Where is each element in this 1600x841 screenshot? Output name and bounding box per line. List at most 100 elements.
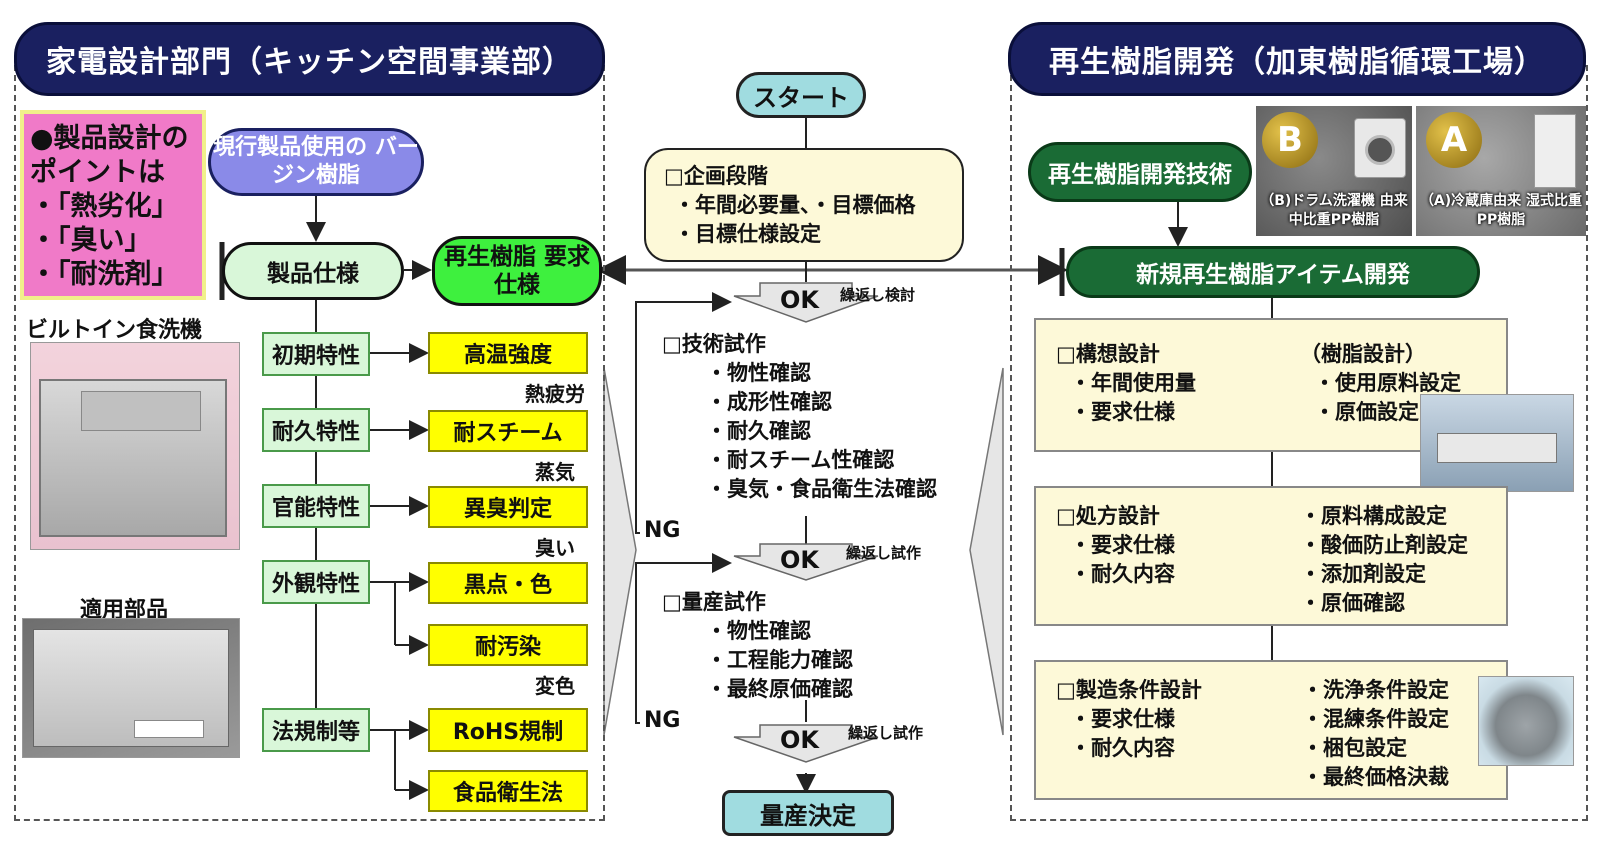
washer-icon xyxy=(1354,118,1406,178)
tech-trial-stage: □技術試作 ・物性確認 ・成形性確認 ・耐久確認 ・耐スチーム性確認 ・臭気・食… xyxy=(662,330,972,504)
stage-formulation-left: □処方設計 ・要求仕様 ・耐久内容 xyxy=(1056,502,1175,589)
stage-line: ・混練条件設定 xyxy=(1302,707,1449,731)
ok-label-2: OK xyxy=(780,546,819,574)
planning-line: ・年間必要量、・目標価格 xyxy=(674,193,916,217)
repeat-trial-note-2: 繰返し試作 xyxy=(848,724,924,742)
stage-manufacturing-right: ・洗浄条件設定 ・混練条件設定 ・梱包設定 ・最終価格決裁 xyxy=(1302,676,1449,792)
product-photo-label: ビルトイン食洗機 xyxy=(26,318,203,343)
req-odor-judgement: 異臭判定 xyxy=(428,486,588,528)
stage-title: □処方設計 xyxy=(1056,504,1160,528)
product-spec: 製品仕様 xyxy=(222,242,404,300)
note-steam: 蒸気 xyxy=(535,460,575,484)
ng-label-1: NG xyxy=(644,518,681,543)
stage-line: ・洗浄条件設定 xyxy=(1302,678,1449,702)
stage-right-title: （樹脂設計） xyxy=(1300,342,1426,366)
repeat-trial-note-1: 繰返し試作 xyxy=(846,544,922,562)
req-high-temp-strength: 高温強度 xyxy=(428,332,588,374)
stage-concept-right: （樹脂設計） ・使用原料設定 ・原価設定 xyxy=(1300,340,1461,427)
req-food-sanitation: 食品衛生法 xyxy=(428,770,588,812)
mass-trial-title: □量産試作 xyxy=(662,590,766,614)
recycled-resin-requirements: 再生樹脂 要求仕様 xyxy=(432,236,602,306)
stage-formulation-design: □処方設計 ・要求仕様 ・耐久内容 ・原料構成設定 ・酸価防止剤設定 ・添加剤設… xyxy=(1034,486,1508,626)
dish-rack xyxy=(81,391,201,431)
badge-a-letter: A xyxy=(1426,112,1482,168)
factory-photo xyxy=(1420,394,1574,492)
center-flow-connectors xyxy=(635,118,816,794)
part-photo-label: 適用部品 xyxy=(80,598,169,623)
applied-part-photo xyxy=(22,618,240,758)
req-black-spot-color: 黒点・色 xyxy=(428,562,588,604)
stage-line: ・耐久内容 xyxy=(1070,562,1175,586)
fridge-icon xyxy=(1534,114,1576,188)
stage-line: ・原価確認 xyxy=(1300,591,1405,615)
ng-label-2: NG xyxy=(644,708,681,733)
mass-production-decision: 量産決定 xyxy=(722,790,894,836)
tech-trial-title: □技術試作 xyxy=(662,332,766,356)
req-rohs: RoHS規制 xyxy=(428,708,588,752)
design-point-item: ・「熱劣化」 xyxy=(30,191,179,222)
dishwasher-photo xyxy=(30,342,240,550)
design-points-title: ●製品設計の ポイントは xyxy=(30,123,189,188)
stage-line: ・原価設定 xyxy=(1314,400,1419,424)
ok-label-1: OK xyxy=(780,286,819,314)
flow-start: スタート xyxy=(736,72,866,118)
stage-line: ・耐久内容 xyxy=(1070,736,1175,760)
stage-line: ・梱包設定 xyxy=(1302,736,1407,760)
req-stain-resistance: 耐汚染 xyxy=(428,624,588,666)
planning-stage: □企画段階 ・年間必要量、・目標価格 ・目標仕様設定 xyxy=(644,148,964,262)
washer-door-icon xyxy=(1365,135,1395,165)
note-heat-fatigue: 熱疲労 xyxy=(525,382,585,406)
stage-line: ・要求仕様 xyxy=(1070,400,1175,424)
tech-trial-line: ・成形性確認 xyxy=(706,390,832,414)
regulation-characteristics: 法規制等 xyxy=(262,708,370,752)
stage-manufacturing-conditions: □製造条件設計 ・要求仕様 ・耐久内容 ・洗浄条件設定 ・混練条件設定 ・梱包設… xyxy=(1034,660,1508,800)
planning-line: ・目標仕様設定 xyxy=(674,222,821,246)
stage-line: ・要求仕様 xyxy=(1070,533,1175,557)
note-discoloration: 変色 xyxy=(535,674,575,698)
factory-machine xyxy=(1437,433,1557,463)
left-header: 家電設計部門（キッチン空間事業部） xyxy=(14,22,605,96)
durability-characteristics: 耐久特性 xyxy=(262,408,370,452)
req-steam-resistance: 耐スチーム xyxy=(428,410,588,452)
mass-trial-line: ・工程能力確認 xyxy=(706,648,853,672)
design-points-box: ●製品設計の ポイントは ・「熱劣化」 ・「臭い」 ・「耐洗剤」 xyxy=(20,110,206,300)
side-chevrons xyxy=(603,367,1004,736)
stage-line: ・要求仕様 xyxy=(1070,707,1175,731)
dishwasher-drawer xyxy=(39,379,227,537)
tech-trial-line: ・耐久確認 xyxy=(706,419,811,443)
stage-line: ・添加剤設定 xyxy=(1300,562,1426,586)
recycled-resin-tech: 再生樹脂開発技術 xyxy=(1028,142,1252,202)
stage-line: ・年間使用量 xyxy=(1070,371,1196,395)
stage-concept-left: □構想設計 ・年間使用量 ・要求仕様 xyxy=(1056,340,1196,427)
part-sticker xyxy=(134,720,204,738)
stage-manufacturing-left: □製造条件設計 ・要求仕様 ・耐久内容 xyxy=(1056,676,1202,763)
initial-characteristics: 初期特性 xyxy=(262,332,370,376)
right-header: 再生樹脂開発（加東樹脂循環工場） xyxy=(1008,22,1586,96)
part-panel xyxy=(33,629,229,747)
new-recycled-item-development: 新規再生樹脂アイテム開発 xyxy=(1066,246,1480,298)
stage-line: ・使用原料設定 xyxy=(1314,371,1461,395)
current-virgin-resin: 現行製品使用の バージン樹脂 xyxy=(208,128,424,196)
pellet-photo xyxy=(1478,676,1574,766)
design-point-item: ・「臭い」 xyxy=(30,225,152,256)
tech-trial-line: ・臭気・食品衛生法確認 xyxy=(706,477,937,501)
mass-trial-stage: □量産試作 ・物性確認 ・工程能力確認 ・最終原価確認 xyxy=(662,588,972,704)
design-point-item: ・「耐洗剤」 xyxy=(30,259,179,290)
appearance-characteristics: 外観特性 xyxy=(262,560,370,604)
stage-formulation-right: ・原料構成設定 ・酸価防止剤設定 ・添加剤設定 ・原価確認 xyxy=(1300,502,1468,618)
note-odor: 臭い xyxy=(535,536,575,560)
ok-label-3: OK xyxy=(780,726,819,754)
badge-b-caption: （B)ドラム洗濯機 由来中比重PP樹脂 xyxy=(1260,193,1408,228)
stage-title: □製造条件設計 xyxy=(1056,678,1202,702)
repeat-review-note: 繰返し検討 xyxy=(840,286,916,304)
tech-trial-line: ・耐スチーム性確認 xyxy=(706,448,895,472)
stage-title: □構想設計 xyxy=(1056,342,1160,366)
badge-a-caption: （A)冷蔵庫由来 湿式比重PP樹脂 xyxy=(1419,193,1583,228)
mass-trial-line: ・物性確認 xyxy=(706,619,811,643)
badge-b-letter: B xyxy=(1262,112,1318,168)
planning-title: □企画段階 xyxy=(664,164,768,188)
ok-arrows xyxy=(733,282,879,763)
sensory-characteristics: 官能特性 xyxy=(262,484,370,528)
mass-trial-line: ・最終原価確認 xyxy=(706,677,853,701)
